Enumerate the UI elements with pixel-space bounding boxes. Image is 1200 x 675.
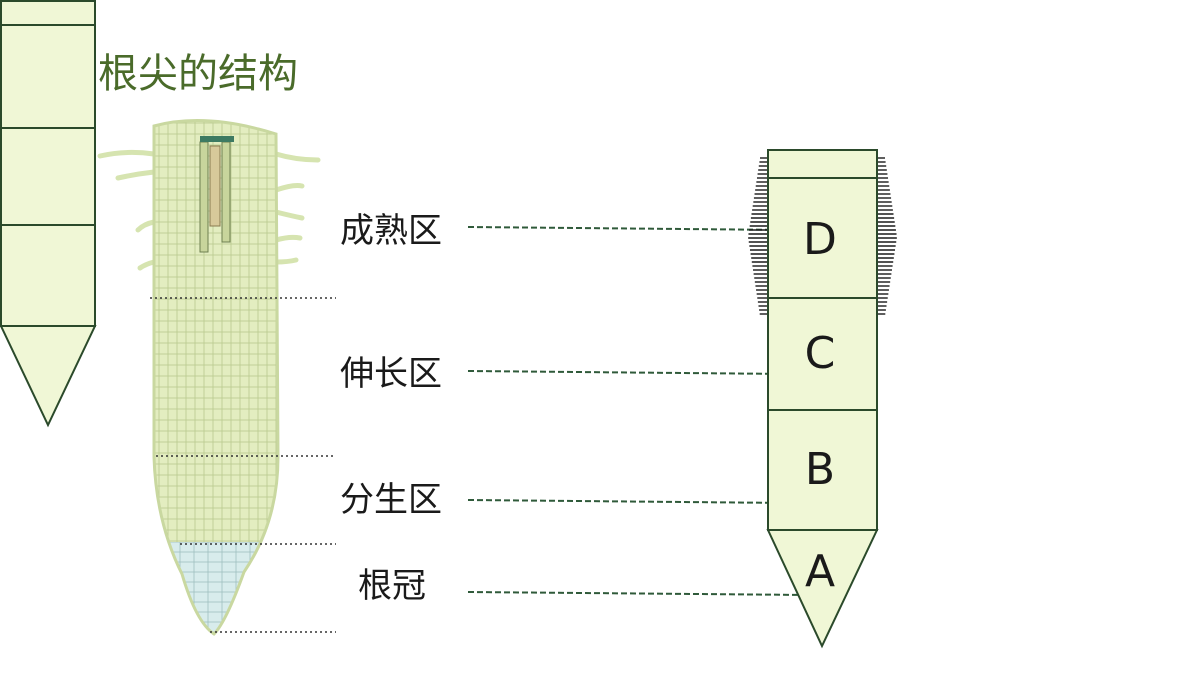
root-hair-hatching (748, 157, 897, 315)
zone-letter-b: B (804, 444, 836, 495)
page-title: 根尖的结构 (98, 51, 298, 97)
schematic-top-cell (767, 149, 878, 179)
left-schematic-top-cell (0, 0, 96, 26)
schematic-zone-d (767, 177, 878, 299)
root-hairs (97, 149, 321, 271)
left-schematic-partial (0, 0, 97, 428)
zone-label-maturation: 成熟区 (340, 211, 442, 251)
left-schematic-zone-2 (0, 127, 96, 226)
zone-label-meristem: 分生区 (340, 480, 442, 520)
root-tip-illustration (97, 119, 336, 636)
left-schematic-zone-3 (0, 224, 96, 327)
zone-label-root-cap: 根冠 (358, 566, 426, 606)
right-schematic (748, 149, 897, 649)
schematic-zone-b (767, 409, 878, 531)
left-schematic-tip (0, 325, 97, 428)
schematic-zone-a (766, 529, 879, 649)
left-schematic-zone-1 (0, 24, 96, 129)
zone-letter-d: D (803, 214, 837, 265)
zone-letter-a: A (804, 546, 836, 597)
zone-label-elongation: 伸长区 (340, 354, 442, 394)
vascular-strand (199, 141, 209, 253)
zone-letter-c: C (804, 328, 836, 379)
schematic-zone-c (767, 297, 878, 411)
